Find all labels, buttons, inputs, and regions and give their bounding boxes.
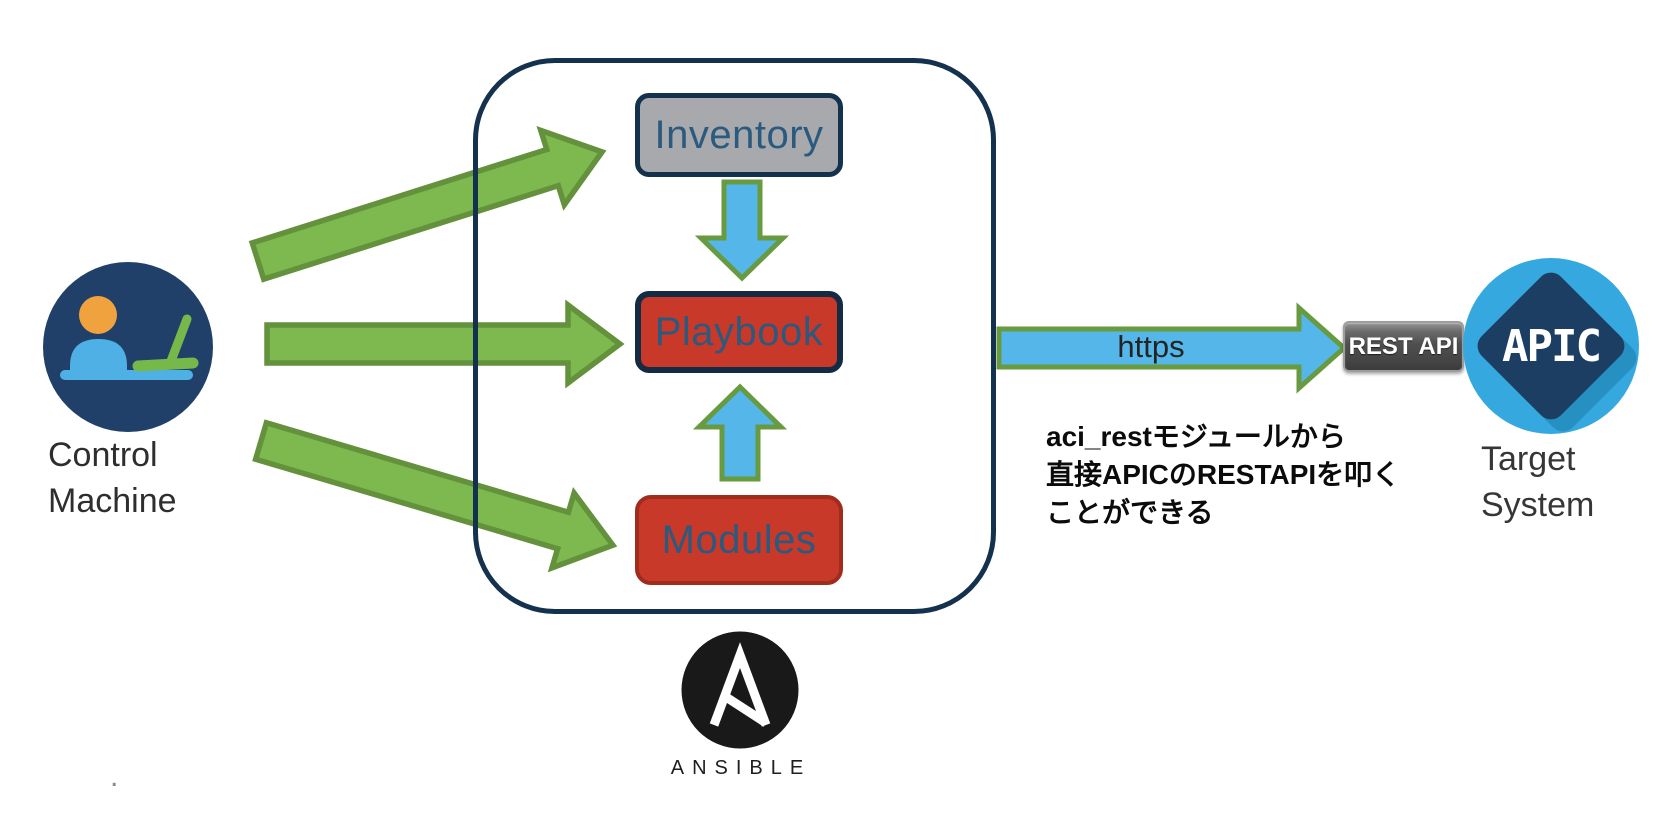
apic-label: APIC: [1502, 321, 1600, 372]
apic-icon: APIC: [1463, 258, 1639, 434]
stray-period: .: [110, 760, 119, 793]
target-system-label-line2: System: [1481, 486, 1595, 524]
node-playbook-label: Playbook: [654, 309, 824, 354]
node-inventory-label: Inventory: [654, 112, 824, 157]
annotation-text: aci_restモジュールから 直接APICのRESTAPIを叩く ことができる: [1046, 418, 1400, 532]
person-head-icon: [79, 296, 117, 334]
apic-diamond: [1477, 272, 1625, 420]
desk-icon: [60, 370, 193, 380]
annotation-line2: 直接APICのRESTAPIを叩く: [1046, 459, 1401, 490]
annotation-line1: aci_restモジュールから: [1046, 421, 1346, 452]
rest-api-label: REST API: [1348, 332, 1459, 360]
ansible-logo-icon: [681, 631, 799, 749]
node-modules: Modules: [635, 495, 843, 585]
laptop-screen-icon: [166, 314, 192, 366]
laptop-base-icon: [132, 357, 199, 372]
user-at-laptop-icon: [43, 262, 213, 432]
control-machine-label-line1: Control: [48, 436, 158, 474]
target-system-label-line1: Target: [1481, 440, 1576, 478]
node-inventory: Inventory: [635, 93, 843, 177]
ansible-logo-circle: [681, 631, 799, 749]
annotation-line3: ことができる: [1046, 497, 1214, 528]
node-modules-label: Modules: [661, 517, 817, 562]
control-machine-label: Control Machine: [48, 432, 177, 524]
person-body-icon: [70, 339, 127, 375]
ansible-logo-a-strokes: [709, 642, 771, 727]
node-playbook: Playbook: [635, 291, 843, 373]
control-machine-label-line2: Machine: [48, 482, 177, 520]
rest-api-badge: REST API: [1343, 321, 1464, 372]
https-label: https: [1117, 329, 1185, 364]
ansible-logo-a-bar: [723, 693, 769, 727]
ansible-caption: ANSIBLE: [670, 757, 812, 779]
control-circle: [43, 262, 213, 432]
target-system-label: Target System: [1481, 436, 1594, 528]
ansible-boundary-box: [473, 58, 996, 614]
